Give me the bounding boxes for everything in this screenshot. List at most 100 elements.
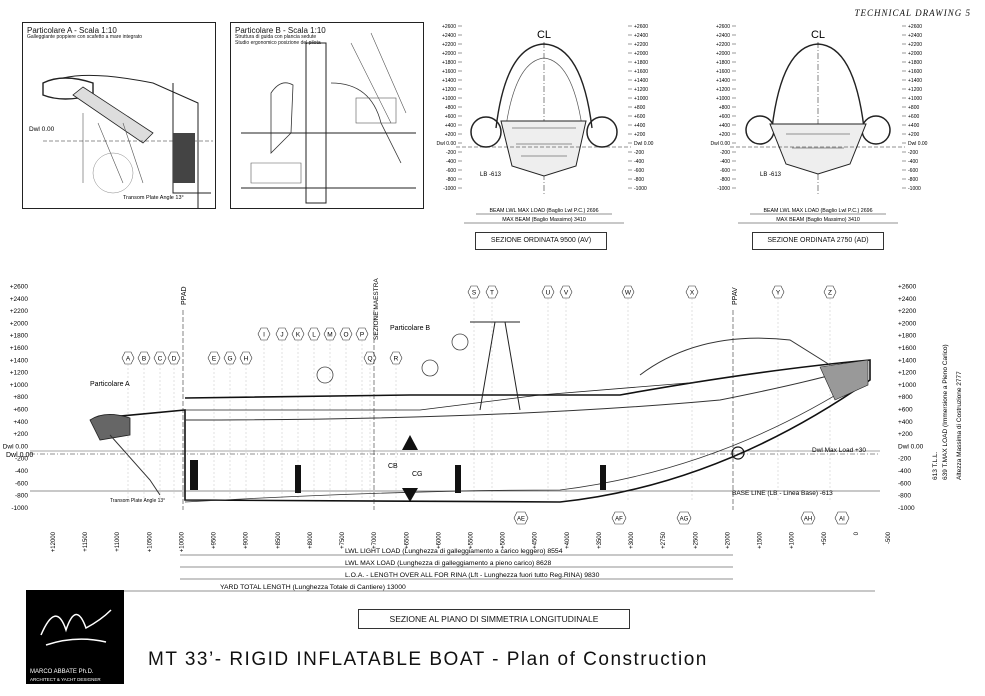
x-tick-label: +2000 — [725, 531, 731, 549]
bottom-station-label: AE — [517, 517, 525, 523]
station-marker — [355, 327, 369, 341]
x-tick-label: +6500 — [404, 531, 410, 549]
section-av-caption: SEZIONE ORDINATA 9500 (AV) — [475, 232, 607, 250]
profile-level-label: +1800 — [898, 333, 917, 340]
bottom-station-marker — [676, 511, 692, 525]
detail-b-drawing — [241, 32, 416, 204]
x-tick-label: +5500 — [469, 531, 475, 549]
profile-level-label: Dwl 0.00 — [3, 443, 29, 450]
level-label: +2000 — [908, 51, 922, 57]
level-label: Dwl 0.00 — [437, 141, 457, 147]
level-label: +600 — [908, 114, 919, 120]
level-label: +1200 — [442, 87, 456, 93]
profile-level-label: +1400 — [898, 357, 917, 364]
bottom-station-marker — [834, 511, 850, 525]
level-label: -1000 — [634, 186, 647, 192]
station-label: R — [394, 356, 399, 363]
station-label: K — [296, 332, 301, 339]
level-label: +600 — [634, 114, 645, 120]
station-marker — [275, 327, 289, 341]
bottom-station-label: AF — [615, 517, 623, 523]
x-tick-label: +9500 — [212, 531, 218, 549]
x-tick-label: +7000 — [372, 531, 378, 549]
station-label: X — [690, 290, 695, 297]
signature-mark — [40, 609, 112, 646]
level-label: +600 — [719, 114, 730, 120]
station-marker — [363, 351, 377, 365]
profile-level-label: +1000 — [10, 382, 29, 389]
level-label: -1000 — [443, 186, 456, 192]
level-label: +600 — [445, 114, 456, 120]
profile-level-label: +1600 — [10, 345, 29, 352]
x-tick-label: +3000 — [629, 531, 635, 549]
side-height: Altezza Massima di Costruzione 2777 — [956, 371, 963, 480]
profile-level-label: +1400 — [10, 357, 29, 364]
level-label: +1800 — [716, 60, 730, 66]
profile-level-label: +2000 — [898, 320, 917, 327]
detail-a-box: Particolare A - Scala 1:10 Galleggiante … — [22, 22, 216, 209]
level-label: +2600 — [716, 24, 730, 30]
section-av-centerline: CL — [537, 29, 551, 41]
bottom-station-marker — [611, 511, 627, 525]
station-label: B — [142, 356, 146, 363]
profile-level-label: +800 — [898, 394, 913, 401]
level-label: -600 — [634, 168, 644, 174]
level-label: +200 — [634, 132, 645, 138]
x-tick-label: +2750 — [661, 531, 667, 549]
level-label: +400 — [908, 123, 919, 129]
deck — [185, 381, 701, 411]
level-label: Dwl 0.00 — [634, 141, 654, 147]
detail-a-transom: Transom Plate Angle 13° — [123, 195, 184, 201]
bottom-station-marker — [513, 511, 529, 525]
cg-label: CG — [412, 471, 423, 478]
level-label: +200 — [445, 132, 456, 138]
x-tick-label: +1500 — [758, 531, 764, 549]
station-label: W — [625, 290, 632, 297]
particolare-b-label: Particolare B — [390, 325, 430, 332]
station-label: E — [212, 356, 217, 363]
level-label: -200 — [634, 150, 644, 156]
station-label: T — [490, 290, 494, 297]
level-label: +2600 — [442, 24, 456, 30]
x-tick-label: +3500 — [597, 531, 603, 549]
level-label: +1400 — [442, 78, 456, 84]
level-label: -1000 — [908, 186, 921, 192]
station-label: Z — [828, 290, 832, 297]
station-label: L — [312, 332, 316, 339]
level-label: +200 — [719, 132, 730, 138]
station-marker — [239, 351, 253, 365]
ppav-label: PPAV — [732, 287, 739, 305]
x-ticks: +12000+11500+11000+10500+10000+9500+9000… — [51, 531, 892, 552]
profile-level-label: +2400 — [10, 296, 29, 303]
level-label: -800 — [908, 177, 918, 183]
x-tick-label: +6000 — [436, 531, 442, 549]
station-marker — [207, 351, 221, 365]
level-label: +2600 — [908, 24, 922, 30]
station-label: I — [263, 332, 265, 339]
tube — [184, 365, 863, 421]
section-ad-drawing: +2600+2600+2400+2400+2200+2200+2000+2000… — [711, 24, 928, 224]
level-label: -400 — [446, 159, 456, 165]
profile-caption: SEZIONE AL PIANO DI SIMMETRIA LONGITUDIN… — [358, 609, 630, 629]
x-tick-label: +8500 — [276, 531, 282, 549]
section-av-levels: +2600+2600+2400+2400+2200+2200+2000+2000… — [437, 24, 654, 192]
station-label: D — [172, 356, 177, 363]
dimension-lines: LWL LIGHT LOAD (Lunghezza di galleggiame… — [55, 548, 875, 592]
level-label: -800 — [720, 177, 730, 183]
station-label: P — [360, 332, 364, 339]
x-tick-label: +500 — [822, 531, 828, 545]
station-marker — [257, 327, 271, 341]
profile-level-label: Dwl 0.00 — [898, 443, 924, 450]
profile-level-label: -800 — [15, 493, 28, 500]
station-label: C — [158, 356, 163, 363]
level-label: +400 — [445, 123, 456, 129]
level-label: +1600 — [908, 69, 922, 75]
baseline-label: BASE LINE (LB - Linea Base) -613 — [732, 490, 833, 497]
profile-transom-label: Transom Plate Angle 13° — [110, 498, 165, 504]
drawing-title: MT 33’- RIGID INFLATABLE BOAT - Plan of … — [148, 649, 708, 670]
seat-1 — [316, 366, 334, 384]
level-label: +800 — [908, 105, 919, 111]
windscreen — [639, 337, 831, 376]
hull-bottom — [184, 379, 861, 503]
